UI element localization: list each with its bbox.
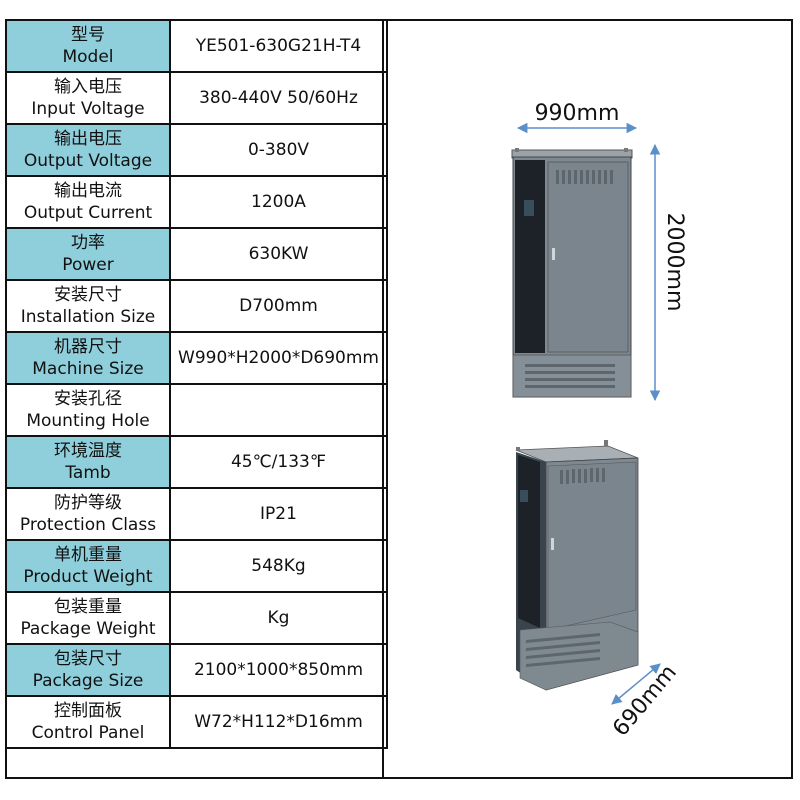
spec-value: 548Kg [169,539,388,593]
spec-value: D700mm [169,279,388,333]
spec-label-chinese: 安装尺寸 [54,285,122,305]
spec-label-chinese: 输出电流 [54,181,122,201]
spec-label-english: Control Panel [31,723,145,743]
spec-label-english: Package Weight [20,619,156,639]
spec-value: IP21 [169,487,388,541]
spec-label-english: Package Size [32,671,144,691]
width-dimension-label: 990mm [535,101,620,126]
product-drawing: 990mm 2000mm 690mm [511,101,687,741]
spec-value: 1200A [169,175,388,229]
spec-value: 2100*1000*850mm [169,643,388,697]
depth-dimension-label: 690mm [608,660,682,741]
spec-label-english: Power [62,255,114,275]
spec-label-english: Output Current [23,203,153,223]
spec-label-chinese: 控制面板 [54,701,122,721]
spec-value: 45℃/133℉ [169,435,388,489]
column-divider [382,19,384,779]
spec-label-chinese: 机器尺寸 [54,337,122,357]
spec-label-english: Input Voltage [31,99,145,119]
spec-value: W990*H2000*D690mm [169,331,388,385]
depth-dimension-arrow [611,663,661,705]
spec-label-english: Tamb [65,463,111,483]
spec-label-chinese: 型号 [71,25,105,45]
spec-label-english: Mounting Hole [26,411,150,431]
spec-value: YE501-630G21H-T4 [169,19,388,73]
spec-label-english: Installation Size [20,307,156,327]
cabinet-front-view [511,148,633,398]
height-dimension-label: 2000mm [662,213,687,312]
spec-label-chinese: 功率 [71,233,105,253]
spec-label-chinese: 包装重量 [54,597,122,617]
spec-value: 0-380V [169,123,388,177]
spec-label-english: Model [62,47,114,67]
spec-value: 380-440V 50/60Hz [169,71,388,125]
spec-label-chinese: 防护等级 [54,493,122,513]
spec-label-chinese: 环境温度 [54,441,122,461]
spec-label-chinese: 安装孔径 [54,389,122,409]
spec-value: W72*H112*D16mm [169,695,388,749]
spec-label-english: Protection Class [19,515,157,535]
spec-label-chinese: 单机重量 [54,545,122,565]
spec-label-english: Product Weight [23,567,153,587]
spec-label-chinese: 输出电压 [54,129,122,149]
spec-value: 630KW [169,227,388,281]
spec-value [169,383,388,437]
spec-label-english: Machine Size [32,359,144,379]
cabinet-perspective-view [515,440,639,691]
spec-label-english: Output Voltage [23,151,153,171]
spec-label-chinese: 输入电压 [54,77,122,97]
spec-value: Kg [169,591,388,645]
spec-label-chinese: 包装尺寸 [54,649,122,669]
